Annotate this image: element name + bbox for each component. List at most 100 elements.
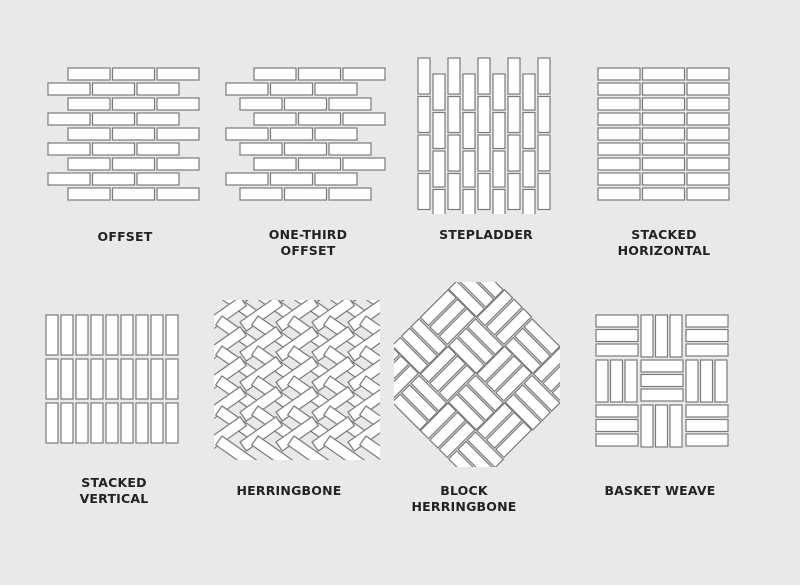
tile — [495, 364, 533, 402]
tile — [609, 359, 624, 403]
tile — [120, 358, 134, 400]
tile — [253, 157, 297, 171]
label-line: OFFSET — [97, 229, 153, 244]
tile — [485, 355, 523, 393]
tile — [419, 402, 457, 440]
tile — [513, 327, 552, 365]
tile — [67, 97, 111, 111]
tile — [477, 95, 491, 134]
label-line: STACKED — [631, 227, 697, 242]
tile — [347, 355, 380, 392]
tile — [328, 187, 372, 201]
tile — [595, 418, 639, 433]
tile — [457, 282, 495, 309]
tile — [342, 112, 386, 126]
tile — [495, 420, 533, 459]
tile — [394, 336, 429, 375]
tile — [410, 374, 448, 412]
tile — [90, 402, 104, 444]
tile — [641, 172, 686, 186]
tile — [597, 112, 641, 126]
tile — [597, 187, 641, 201]
tile — [156, 187, 200, 201]
tile — [90, 358, 104, 400]
tile — [686, 67, 730, 81]
tile — [239, 97, 283, 111]
tile — [417, 172, 431, 211]
tile — [654, 404, 669, 448]
tile — [532, 345, 560, 383]
label-stacked-horizontal: STACKED HORIZONTAL — [574, 227, 754, 259]
tile — [225, 82, 269, 96]
tile — [551, 364, 560, 402]
label-line: BASKET WEAVE — [604, 483, 716, 498]
tile — [105, 314, 119, 356]
tile — [504, 393, 542, 431]
tile — [150, 314, 164, 356]
tile — [641, 127, 686, 141]
tile — [286, 435, 331, 460]
tile — [669, 314, 683, 358]
tile — [640, 373, 684, 388]
tile — [685, 359, 699, 403]
tile — [466, 431, 505, 467]
tile — [239, 325, 284, 362]
tile — [457, 383, 495, 422]
tile — [485, 298, 523, 336]
tile — [641, 187, 686, 201]
tile — [595, 328, 639, 343]
offset-pattern-illustration — [47, 67, 200, 201]
tile — [685, 328, 729, 343]
label-line: OFFSET — [280, 243, 336, 258]
tile — [686, 172, 730, 186]
tile — [136, 82, 180, 96]
tile — [438, 364, 476, 402]
tile — [275, 325, 320, 362]
tile — [419, 345, 457, 383]
tile — [597, 82, 641, 96]
tile — [120, 314, 134, 356]
tile — [322, 435, 367, 460]
tile — [438, 420, 476, 459]
tile — [654, 314, 669, 358]
tile — [60, 358, 74, 400]
label-line: HERRINGBONE — [236, 483, 342, 498]
tile — [417, 134, 431, 172]
tile — [641, 97, 686, 111]
tile — [507, 95, 521, 134]
tile — [111, 157, 156, 171]
tile — [91, 172, 136, 186]
tile — [394, 393, 429, 431]
tile — [641, 82, 686, 96]
tile — [438, 307, 476, 346]
tile — [394, 355, 410, 393]
tile — [239, 142, 283, 156]
tile — [225, 127, 269, 141]
tile — [640, 314, 654, 358]
tile — [641, 67, 686, 81]
tile — [136, 172, 180, 186]
label-line: VERTICAL — [79, 491, 149, 506]
tile — [477, 134, 491, 172]
tile — [400, 327, 439, 365]
tile — [466, 317, 505, 356]
tile — [417, 95, 431, 134]
tile — [90, 314, 104, 356]
tile — [135, 358, 149, 400]
tile — [641, 142, 686, 156]
tile — [214, 435, 259, 460]
tile — [47, 172, 91, 186]
label-line: HERRINGBONE — [411, 499, 517, 514]
tile — [45, 402, 59, 444]
tile — [513, 383, 552, 422]
tile — [214, 415, 248, 452]
tile — [75, 314, 89, 356]
tile — [135, 314, 149, 356]
tile — [67, 127, 111, 141]
one-third-offset-pattern-illustration — [225, 67, 386, 201]
tile — [156, 127, 200, 141]
tile — [275, 385, 320, 422]
tile — [504, 336, 542, 375]
tile — [150, 402, 164, 444]
tile — [492, 73, 506, 111]
